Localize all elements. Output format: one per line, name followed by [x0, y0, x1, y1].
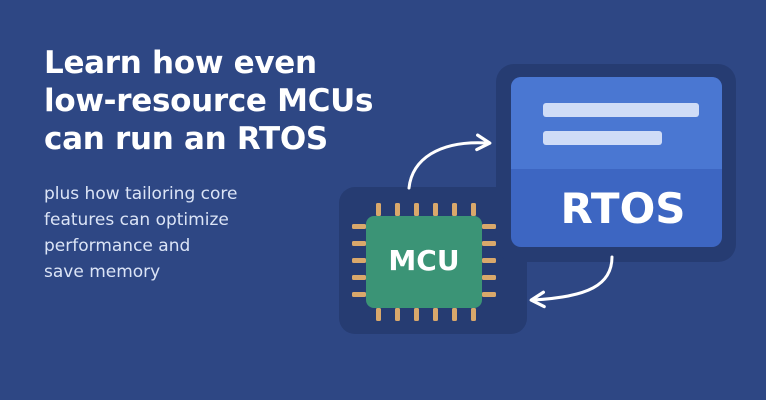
chip-pin [376, 308, 381, 321]
rtos-card: RTOS [511, 77, 722, 247]
rtos-label: RTOS [560, 184, 685, 233]
arrow-rtos-to-mcu [529, 255, 614, 309]
subheadline: plus how tailoring core features can opt… [44, 184, 238, 282]
chip-pin [482, 292, 496, 297]
chip-pin [414, 308, 419, 321]
chip-pin [414, 203, 419, 216]
text-line-placeholder [543, 103, 699, 117]
arrow-mcu-to-rtos [407, 133, 492, 190]
chip-pin [352, 258, 366, 263]
chip-pin [395, 308, 400, 321]
chip-pin [471, 308, 476, 321]
chip-pin [482, 258, 496, 263]
mcu-label: MCU [388, 244, 459, 277]
chip-pin [433, 308, 438, 321]
chip-pin [395, 203, 400, 216]
chip-pin [433, 203, 438, 216]
chip-pin [352, 241, 366, 246]
chip-pin [471, 203, 476, 216]
chip-pin [376, 203, 381, 216]
chip-pin [352, 275, 366, 280]
text-line-placeholder [543, 131, 662, 145]
mcu-chip: MCU [352, 203, 496, 321]
chip-pin [452, 308, 457, 321]
chip-pin [482, 275, 496, 280]
chip-pin [452, 203, 457, 216]
chip-pins [352, 203, 496, 321]
chip-pin [482, 224, 496, 229]
chip-pin [482, 241, 496, 246]
chip-pin [352, 224, 366, 229]
headline: Learn how even low-resource MCUs can run… [44, 45, 374, 157]
chip-pin [352, 292, 366, 297]
